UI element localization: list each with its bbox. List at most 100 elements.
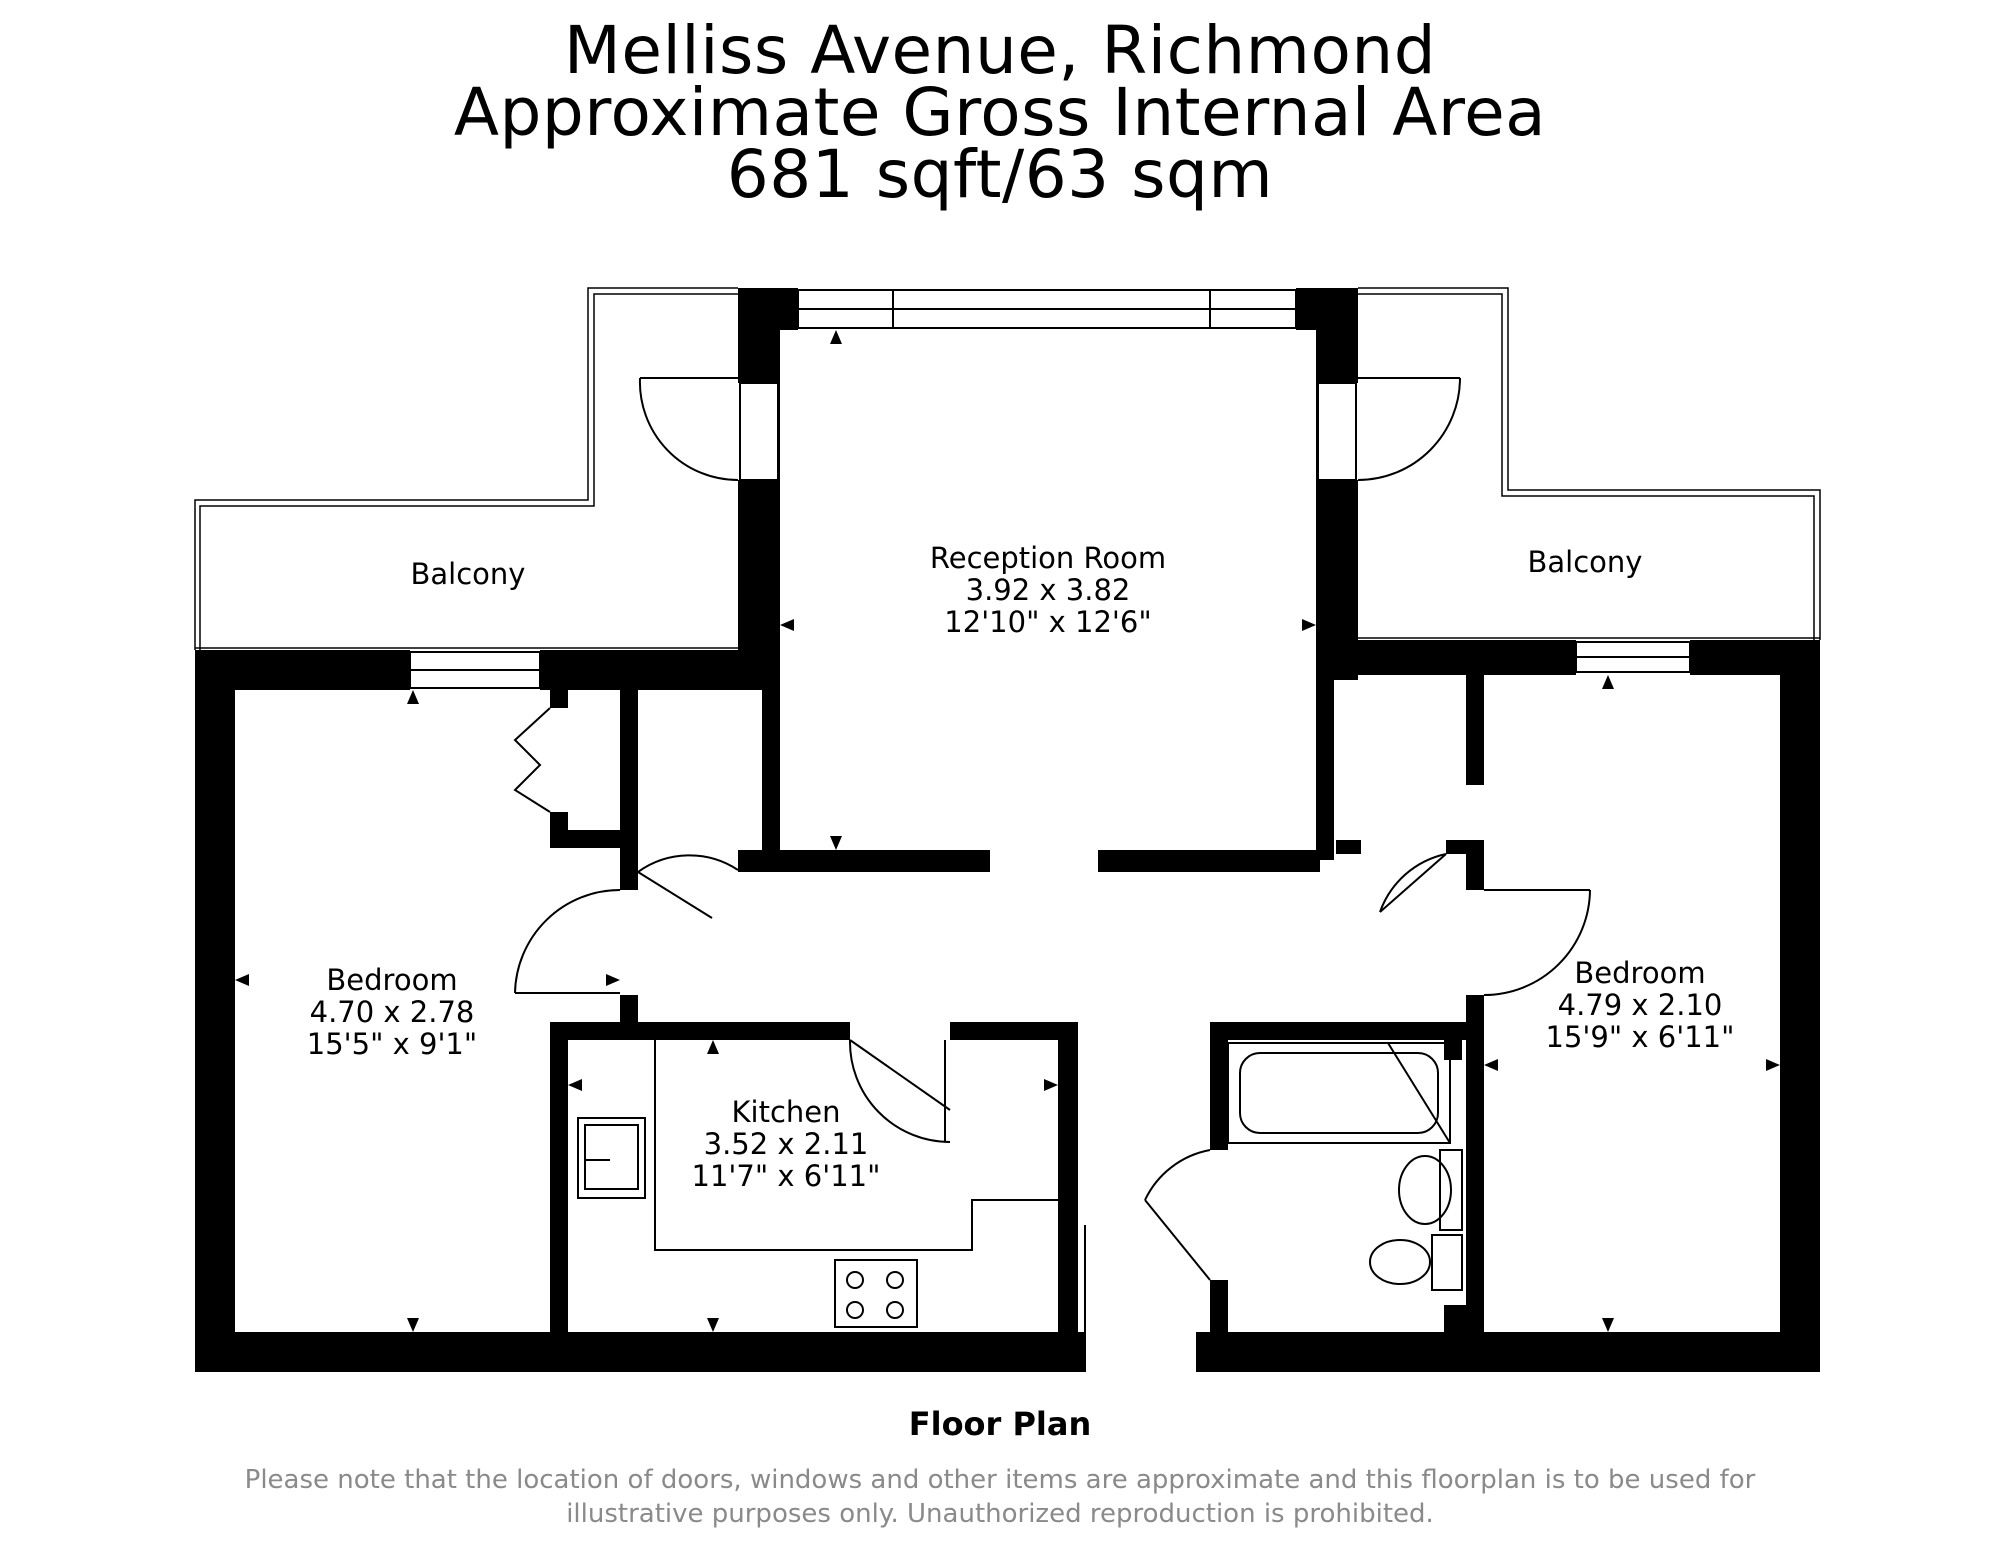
bedroom-left-metric: 4.70 x 2.78	[310, 995, 475, 1029]
bedroom-left-imperial: 15'5" x 9'1"	[307, 1027, 477, 1061]
door-swing	[1144, 1149, 1211, 1201]
wall	[1210, 1022, 1484, 1040]
wall	[1210, 1280, 1228, 1372]
arrow	[568, 1079, 582, 1091]
wall	[195, 650, 410, 690]
wall	[738, 850, 990, 872]
wall	[1316, 675, 1334, 835]
bath-inner	[1239, 1052, 1439, 1134]
arrow	[606, 974, 620, 986]
door-swing	[1483, 889, 1591, 996]
door-swing	[848, 1039, 951, 1143]
bedroom-right-metric: 4.79 x 2.10	[1558, 988, 1723, 1022]
plan-header: Melliss Avenue, Richmond Approximate Gro…	[0, 18, 2000, 213]
area-value: 681 sqft/63 sqm	[726, 136, 1274, 213]
door-leaf	[1379, 853, 1447, 913]
door-leaf	[849, 1039, 951, 1111]
area-caption: Approximate Gross Internal Area	[453, 74, 1547, 151]
bedroom-right-imperial: 15'9" x 6'11"	[1546, 1020, 1735, 1054]
window	[739, 382, 779, 481]
basin	[1398, 1155, 1452, 1225]
fittings	[577, 1040, 1463, 1328]
wall	[1336, 840, 1361, 854]
arrow	[407, 690, 419, 704]
disclaimer-text: Please note that the location of doors, …	[244, 1465, 1756, 1529]
wall	[1780, 640, 1820, 1372]
arrow	[1484, 1059, 1498, 1071]
arrow	[830, 836, 842, 850]
kitchen-name: Kitchen	[732, 1095, 841, 1129]
hob-ring	[846, 1271, 864, 1289]
floor-plan-label: Floor Plan	[908, 1405, 1092, 1443]
bedroom-right-name: Bedroom	[1574, 956, 1705, 990]
wardrobe-door	[513, 707, 551, 813]
toilet-bowl	[1369, 1239, 1431, 1285]
door-leaf	[1144, 1199, 1211, 1281]
window-mullions	[410, 290, 1690, 671]
door-swing	[638, 377, 739, 482]
reception-room-metric: 3.92 x 3.82	[966, 573, 1131, 607]
room-labels: Reception Room 3.92 x 3.82 12'10" x 12'6…	[307, 541, 1735, 1193]
wall	[1444, 1040, 1462, 1060]
bedroom-left-name: Bedroom	[326, 963, 457, 997]
walls	[195, 288, 1820, 1372]
wall	[1058, 1022, 1078, 1372]
wall	[1316, 640, 1576, 675]
kitchen-sink-bowl	[584, 1124, 639, 1190]
toilet-cistern	[1431, 1234, 1463, 1291]
wall	[550, 1022, 850, 1040]
arrow	[707, 1318, 719, 1332]
arrow	[780, 619, 794, 631]
balcony-outlines	[194, 287, 1821, 650]
balcony-left-outline	[194, 287, 738, 650]
bath-screen	[1387, 1042, 1451, 1144]
arrow	[1044, 1079, 1058, 1091]
hob-ring	[846, 1301, 864, 1319]
wall	[1466, 840, 1484, 890]
wall	[1466, 995, 1484, 1372]
door-swing	[514, 889, 621, 994]
kitchen-imperial: 11'7" x 6'11"	[692, 1159, 881, 1193]
arrow	[830, 330, 842, 344]
wall	[620, 995, 638, 1025]
reception-room-name: Reception Room	[930, 541, 1166, 575]
hob-ring	[886, 1271, 904, 1289]
wall	[540, 650, 740, 690]
arrow	[1302, 619, 1316, 631]
arrow	[407, 1318, 419, 1332]
door-leaf	[637, 871, 713, 919]
measurement-arrows	[235, 330, 1780, 1332]
wall	[1098, 850, 1320, 872]
kitchen-worktop	[654, 1040, 1058, 1251]
door-swing	[1379, 853, 1447, 913]
balcony-left-name: Balcony	[411, 557, 526, 591]
balcony-right-outline	[1358, 287, 1821, 640]
wall	[195, 650, 235, 1372]
wall	[620, 690, 638, 890]
wall	[1196, 1332, 1820, 1372]
window	[1317, 382, 1357, 481]
arrow	[707, 1040, 719, 1054]
door-swing	[637, 854, 739, 873]
kitchen-metric: 3.52 x 2.11	[704, 1127, 869, 1161]
wall	[1444, 1305, 1484, 1372]
wall	[950, 1022, 1078, 1040]
arrow	[1602, 675, 1614, 689]
doors	[513, 377, 1591, 1372]
arrow	[235, 974, 249, 986]
wall	[550, 1022, 568, 1372]
balcony-right-name: Balcony	[1528, 545, 1643, 579]
wall	[550, 830, 622, 848]
arrow	[1602, 1318, 1614, 1332]
arrow	[1766, 1059, 1780, 1071]
wall	[1210, 1022, 1228, 1150]
kitchen-sink	[577, 1117, 646, 1199]
hob-ring	[886, 1301, 904, 1319]
basin-top	[1439, 1149, 1463, 1231]
hob	[834, 1259, 918, 1328]
bath	[1227, 1042, 1451, 1144]
door-swing	[1357, 377, 1461, 481]
wall	[550, 690, 568, 708]
balcony-left-inner	[199, 293, 738, 650]
